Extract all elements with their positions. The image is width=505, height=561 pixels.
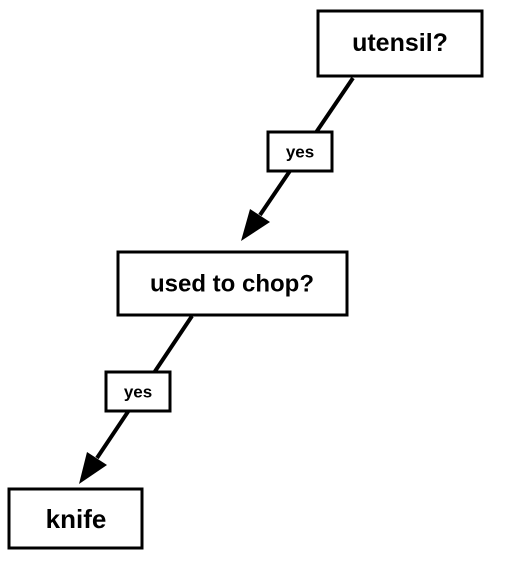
arrowhead-to-knife-node <box>79 452 107 484</box>
edge-label-yes-first: yes <box>266 130 334 173</box>
node-utensil: utensil? <box>316 9 484 78</box>
edge-label-yes-second-box <box>104 370 172 413</box>
node-knife-box <box>7 487 144 550</box>
node-knife-text: knife <box>46 504 107 534</box>
edge-label-yes-second: yes <box>104 370 172 413</box>
edge-label-yes-first-box <box>266 130 334 173</box>
node-knife: knife <box>7 487 144 550</box>
node-utensil-box <box>316 9 484 78</box>
node-used-to-chop: used to chop? <box>116 250 349 317</box>
arrowhead-to-chop-node <box>241 209 270 241</box>
edge-label-yes-second-text: yes <box>124 383 152 402</box>
node-utensil-text: utensil? <box>352 29 448 57</box>
edge-label-yes-first-text: yes <box>286 143 314 162</box>
node-used-to-chop-box <box>116 250 349 317</box>
node-used-to-chop-text: used to chop? <box>150 271 314 298</box>
